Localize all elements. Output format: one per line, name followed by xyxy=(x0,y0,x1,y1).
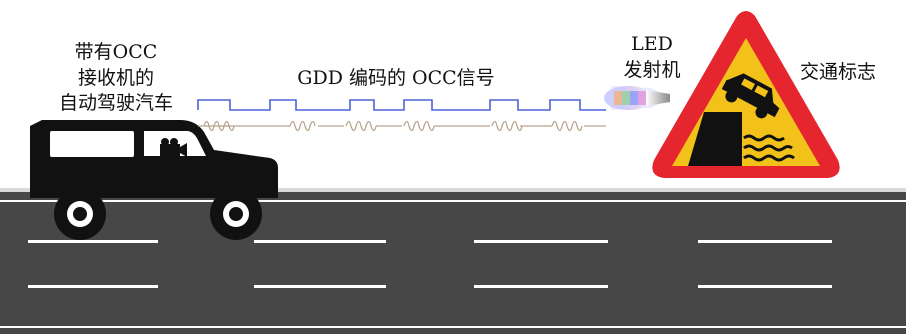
falling-car-icon xyxy=(721,73,780,119)
rear-wheel xyxy=(54,188,106,240)
cliff-shape xyxy=(688,112,742,166)
vehicle-label-line2: 接收机的 xyxy=(78,67,154,89)
water-waves xyxy=(743,134,795,162)
vehicle-label-line3: 自动驾驶汽车 xyxy=(59,92,173,114)
vehicle-label-line1: 带有OCC xyxy=(75,41,158,63)
led-icon xyxy=(604,86,670,110)
lane-markings xyxy=(28,240,832,288)
road xyxy=(0,188,906,334)
car-window-rear xyxy=(50,131,134,157)
sign-label: 交通标志 xyxy=(800,61,876,83)
camera-icon xyxy=(160,138,187,162)
led-label-line2: 发射机 xyxy=(623,59,680,81)
front-wheel xyxy=(210,188,262,240)
led-label-line1: LED xyxy=(631,33,673,55)
occ-signal-waveform xyxy=(198,120,606,132)
car-icon xyxy=(30,120,278,240)
warning-sign-icon xyxy=(652,11,840,178)
gdd-code-waveform xyxy=(197,99,606,111)
vehicle-label: 带有OCC 接收机的 自动驾驶汽车 xyxy=(59,41,173,114)
signal-label: GDD 编码的 OCC信号 xyxy=(297,67,494,89)
